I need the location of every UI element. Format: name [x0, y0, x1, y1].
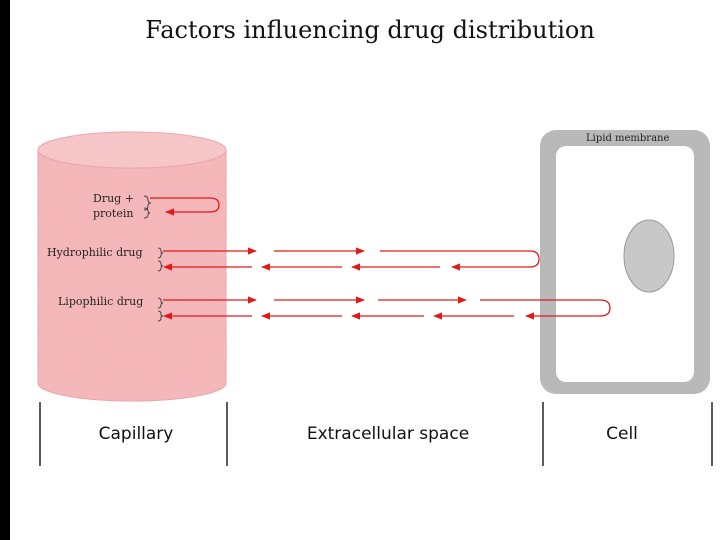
- capillary-cylinder: [37, 131, 227, 402]
- drug-protein-label-line2: protein: [93, 207, 133, 220]
- nucleus: [623, 219, 675, 293]
- region-label-extracellular: Extracellular space: [307, 424, 469, 444]
- hydrophilic-return-arrow-1: [451, 250, 540, 271]
- lipophilic-return-arrow-1: [525, 299, 611, 320]
- region-label-cell: Cell: [606, 424, 638, 444]
- cell: [540, 130, 710, 394]
- region-label-capillary: Capillary: [99, 424, 174, 444]
- lipid-membrane-label: Lipid membrane: [586, 133, 669, 144]
- lipophilic-drug-label: Lipophilic drug: [58, 295, 143, 308]
- drug-arrows: [150, 197, 611, 320]
- hydrophilic-drug-label: Hydrophilic drug: [47, 246, 143, 259]
- drug-protein-label-line1: Drug +: [93, 192, 134, 205]
- region-dividers: [39, 402, 713, 466]
- left-edge-bar: [0, 0, 10, 540]
- label-braces: [143, 195, 164, 322]
- drug-protein-loop-arrow: [150, 197, 220, 216]
- page-title: Factors influencing drug distribution: [145, 16, 595, 44]
